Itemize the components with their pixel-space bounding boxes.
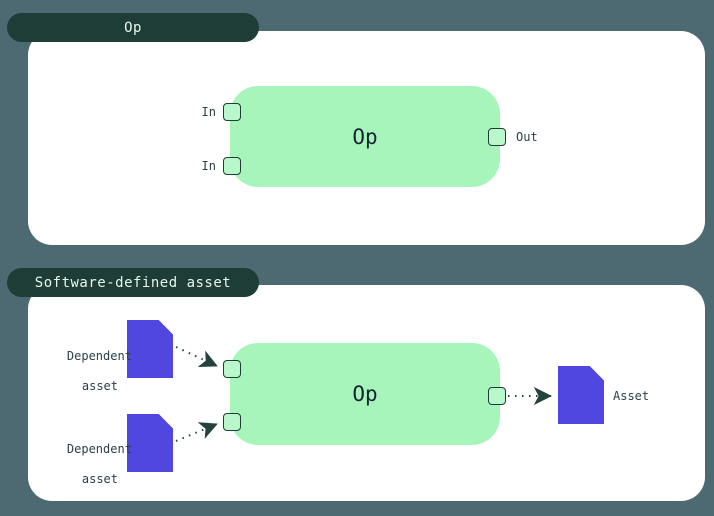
sda-panel-tag-label: Software-defined asset	[34, 274, 232, 291]
input-port	[223, 103, 241, 121]
sda-panel-tag: Software-defined asset	[7, 268, 259, 297]
input-label: In	[201, 105, 216, 119]
asset-icon	[558, 366, 604, 424]
dependent-asset-label-line: asset	[81, 379, 118, 393]
output-label: Out	[516, 130, 538, 144]
dependent-asset-label: Dependent asset	[38, 334, 132, 409]
input-label: In	[201, 159, 216, 173]
output-port	[488, 128, 506, 146]
op-node-label: Op	[352, 124, 378, 149]
sda-op-node: Op	[230, 343, 500, 445]
dependent-asset-icon	[127, 414, 173, 472]
op-panel-tag-label: Op	[124, 19, 142, 36]
dependent-asset-label: Dependent asset	[38, 427, 132, 502]
input-port	[223, 360, 241, 378]
dependent-asset-label-line: Dependent	[66, 349, 132, 363]
op-panel-tag: Op	[7, 13, 259, 42]
output-port	[488, 387, 506, 405]
asset-label: Asset	[613, 389, 650, 403]
dependent-asset-label-line: Dependent	[66, 442, 132, 456]
input-port	[223, 413, 241, 431]
dependent-asset-icon	[127, 320, 173, 378]
sda-op-node-label: Op	[352, 382, 378, 406]
op-node: Op	[230, 86, 500, 187]
dependent-asset-label-line: asset	[81, 472, 118, 486]
input-port	[223, 157, 241, 175]
